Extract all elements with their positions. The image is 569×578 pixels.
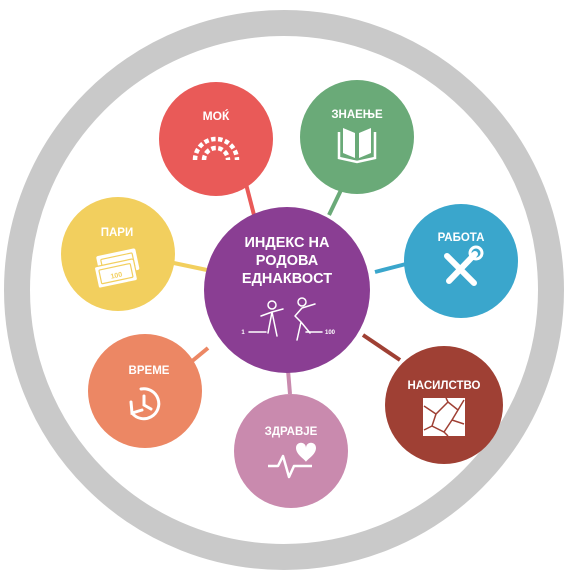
svg-text:100: 100 (110, 271, 123, 280)
scale-min-label: 1 (241, 330, 245, 336)
money-icon: 100 (93, 248, 140, 289)
center-title-line-3: ЕДНАКВОСТ (242, 271, 332, 287)
equality-figures-icon (248, 297, 323, 341)
domain-time-label: ВРЕМЕ (129, 365, 170, 377)
domain-knowledge[interactable]: ЗНАЕЊЕ (300, 80, 414, 194)
domain-health-label: ЗДРАВЈЕ (265, 426, 318, 438)
domain-money[interactable]: ПАРИ 100 (61, 197, 175, 311)
tools-icon (444, 245, 484, 286)
connectors (168, 183, 407, 395)
parliament-icon (192, 136, 240, 161)
cracked-glass-icon (423, 397, 465, 437)
domain-violence-label: НАСИЛСТВО (408, 380, 481, 392)
heartbeat-icon (268, 442, 316, 479)
domain-health[interactable]: ЗДРАВЈЕ (234, 394, 348, 508)
domain-work[interactable]: РАБОТА (404, 204, 518, 318)
domain-knowledge-label: ЗНАЕЊЕ (331, 109, 383, 121)
center-title-line-1: ИНДЕКС НА (245, 235, 331, 251)
domain-violence[interactable]: НАСИЛСТВО (385, 346, 503, 464)
center-title-line-2: РОДОВА (256, 253, 319, 269)
book-icon (337, 128, 377, 164)
domain-work-label: РАБОТА (438, 232, 485, 244)
domain-power-label: МОЌ (203, 108, 230, 123)
domain-power[interactable]: МОЌ (159, 82, 273, 196)
domain-time[interactable]: ВРЕМЕ (88, 334, 202, 448)
center-node[interactable]: ИНДЕКС НА РОДОВА ЕДНАКВОСТ 1 100 (204, 207, 370, 373)
clock-icon (129, 387, 161, 421)
scale-max-label: 100 (325, 330, 336, 336)
intersectional-ring (4, 10, 564, 570)
domain-money-label: ПАРИ (101, 227, 134, 239)
